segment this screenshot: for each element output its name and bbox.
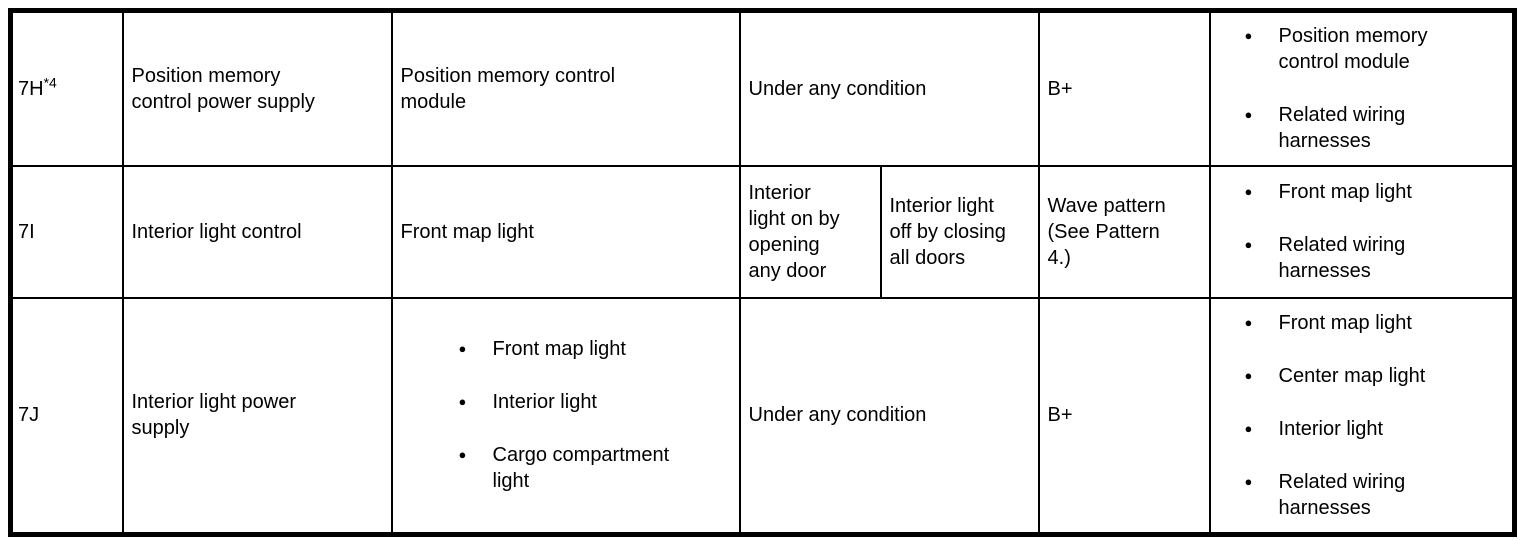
list-item-text: Front map light <box>1278 311 1412 334</box>
list-item-text: Related wiring harnesses <box>1278 470 1406 519</box>
bullet-icon: ● <box>458 341 467 357</box>
inspection-list: ● Front map light ● Related wiring harness… <box>1241 179 1505 284</box>
bullet-icon: ● <box>1244 473 1253 489</box>
inspection-list: ● Front map light ● Center map light ● Inte… <box>1241 310 1505 521</box>
bullet-icon: ● <box>1244 107 1253 123</box>
cell-signal: B+ <box>1037 296 1211 536</box>
function-text: Interior light control <box>131 220 302 243</box>
list-item-text: Cargo compartment light <box>492 444 670 493</box>
cell-condition-right: Interior light off by closing all doors <box>879 164 1040 299</box>
cell-component: Position memory control module <box>390 9 741 167</box>
condition-text: Under any condition <box>748 404 927 427</box>
bullet-icon: ● <box>1244 314 1253 330</box>
table-row-7i: 7I Interior light control Front map ligh… <box>9 164 1516 299</box>
cell-component: ● Front map light ● Interior light ● Cargo … <box>390 296 741 536</box>
signal-text: Wave pattern (See Pattern 4.) <box>1047 194 1166 269</box>
list-item: ● Interior light <box>455 389 731 415</box>
function-text: Position memory control power supply <box>131 64 315 113</box>
condition-right-text: Interior light off by closing all doors <box>889 194 1006 269</box>
list-item-text: Front map light <box>1278 181 1412 203</box>
cell-inspection: ● Front map light ● Related wiring harness… <box>1208 164 1516 299</box>
component-text: Front map light <box>400 220 534 243</box>
cell-component: Front map light <box>390 164 741 299</box>
cell-fuse-id: 7J <box>9 296 124 536</box>
list-item: ● Position memory control module <box>1241 23 1505 75</box>
fuse-circuit-table: 7H*4 Position memory control power suppl… <box>8 8 1518 537</box>
component-list: ● Front map light ● Interior light ● Cargo … <box>455 336 731 494</box>
cell-condition: Under any condition <box>738 9 1040 167</box>
list-item-text: Center map light <box>1278 364 1426 387</box>
cell-function: Interior light control <box>121 164 393 299</box>
bullet-icon: ● <box>1244 420 1253 436</box>
list-item: ● Front map light <box>455 336 731 362</box>
list-item-text: Related wiring harnesses <box>1278 104 1406 153</box>
cell-condition: Under any condition <box>738 296 1040 536</box>
cell-signal: B+ <box>1037 9 1211 167</box>
bullet-icon: ● <box>1244 367 1253 383</box>
list-item: ● Related wiring harnesses <box>1241 469 1505 521</box>
list-item-text: Related wiring harnesses <box>1278 234 1406 282</box>
list-item: ● Interior light <box>1241 416 1505 442</box>
list-item: ● Related wiring harnesses <box>1241 232 1505 284</box>
list-item: ● Front map light <box>1241 310 1505 336</box>
fuse-id-text: 7I <box>18 220 35 243</box>
fuse-id-text: 7H <box>18 77 44 100</box>
footnote-marker: *4 <box>43 74 57 91</box>
condition-text: Under any condition <box>748 77 927 100</box>
function-text: Interior light power supply <box>131 391 297 440</box>
cell-fuse-id: 7H*4 <box>9 9 124 167</box>
bullet-icon: ● <box>458 447 467 463</box>
list-item: ● Front map light <box>1241 179 1505 205</box>
fuse-id-text: 7J <box>18 404 40 427</box>
cell-function: Position memory control power supply <box>121 9 393 167</box>
list-item: ● Related wiring harnesses <box>1241 102 1505 154</box>
inspection-list: ● Position memory control module ● Related… <box>1241 23 1505 154</box>
condition-left-text: Interior light on by opening any door <box>748 181 840 282</box>
table-row-7h: 7H*4 Position memory control power suppl… <box>9 9 1516 167</box>
list-item-text: Position memory control module <box>1278 25 1428 74</box>
cell-inspection: ● Front map light ● Center map light ● Inte… <box>1208 296 1516 536</box>
cell-function: Interior light power supply <box>121 296 393 536</box>
cell-fuse-id: 7I <box>9 164 124 299</box>
bullet-icon: ● <box>1244 237 1253 252</box>
list-item-text: Front map light <box>492 338 626 361</box>
list-item: ● Cargo compartment light <box>455 442 731 494</box>
bullet-icon: ● <box>1244 184 1253 199</box>
cell-signal: Wave pattern (See Pattern 4.) <box>1037 164 1211 299</box>
table-row-7j: 7J Interior light power supply ● Front ma… <box>9 296 1516 536</box>
component-text: Position memory control module <box>400 64 616 113</box>
cell-inspection: ● Position memory control module ● Related… <box>1208 9 1516 167</box>
bullet-icon: ● <box>1244 28 1253 44</box>
list-item-text: Interior light <box>492 391 598 414</box>
list-item-text: Interior light <box>1278 417 1384 440</box>
signal-text: B+ <box>1047 77 1073 100</box>
bullet-icon: ● <box>458 394 467 410</box>
signal-text: B+ <box>1047 404 1073 427</box>
list-item: ● Center map light <box>1241 363 1505 389</box>
cell-condition-left: Interior light on by opening any door <box>738 164 882 299</box>
